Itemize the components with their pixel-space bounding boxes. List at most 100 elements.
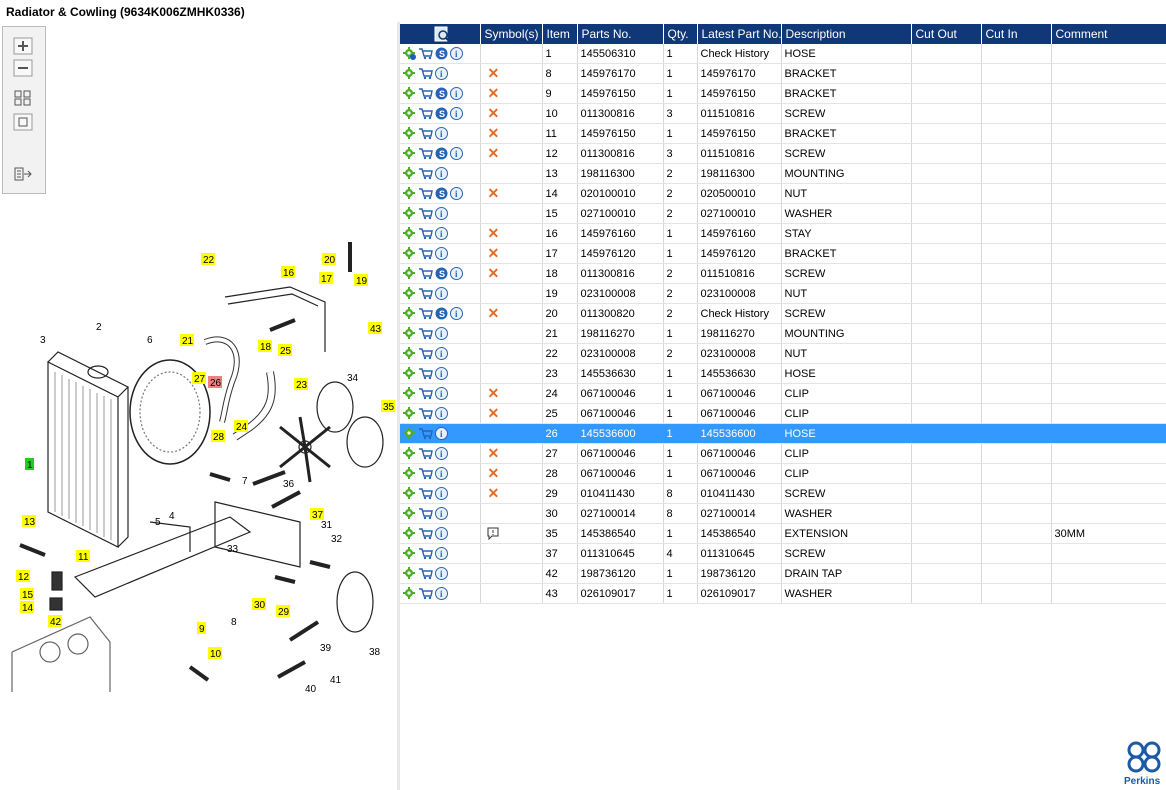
header-qty[interactable]: Qty.: [663, 24, 698, 44]
callout-36[interactable]: 36: [283, 479, 295, 490]
cart-icon[interactable]: [418, 47, 435, 60]
callout-1[interactable]: 1: [25, 458, 34, 471]
row-action-icons[interactable]: i: [400, 283, 481, 304]
cog-icon[interactable]: [403, 287, 418, 299]
cog-icon[interactable]: [403, 107, 418, 119]
supersession-icon[interactable]: S: [435, 47, 450, 60]
cog-icon[interactable]: [403, 167, 418, 179]
info-icon[interactable]: i: [435, 467, 450, 480]
row-action-icons[interactable]: i: [400, 203, 481, 224]
header-cut-out[interactable]: Cut Out: [911, 24, 982, 44]
cog-icon[interactable]: [403, 147, 418, 159]
row-action-icons[interactable]: i: [400, 63, 481, 84]
cart-icon[interactable]: [418, 407, 435, 420]
info-icon[interactable]: i: [435, 207, 450, 220]
callout-8[interactable]: 8: [231, 617, 237, 628]
cart-icon[interactable]: [418, 387, 435, 400]
callout-37[interactable]: 37: [310, 508, 324, 521]
callout-3[interactable]: 3: [40, 335, 46, 346]
row-action-icons[interactable]: i: [400, 443, 481, 464]
actual-size-icon[interactable]: [13, 113, 33, 131]
header-search-icon[interactable]: [400, 24, 481, 44]
info-icon[interactable]: i: [435, 227, 450, 240]
cart-icon[interactable]: [418, 227, 435, 240]
cog-icon[interactable]: [403, 387, 418, 399]
cart-icon[interactable]: [418, 467, 435, 480]
cart-icon[interactable]: [418, 107, 435, 120]
info-icon[interactable]: i: [435, 327, 450, 340]
callout-28[interactable]: 28: [211, 430, 225, 443]
info-icon[interactable]: i: [435, 567, 450, 580]
callout-13[interactable]: 13: [22, 515, 36, 528]
callout-27[interactable]: 27: [192, 372, 206, 385]
info-icon[interactable]: i: [435, 347, 450, 360]
row-action-icons[interactable]: i: [400, 403, 481, 424]
info-icon[interactable]: i: [435, 407, 450, 420]
info-icon[interactable]: i: [435, 587, 450, 600]
cart-icon[interactable]: [418, 287, 435, 300]
cog-icon[interactable]: [403, 227, 418, 239]
info-icon[interactable]: i: [450, 107, 465, 120]
cart-icon[interactable]: [418, 547, 435, 560]
cart-icon[interactable]: [418, 207, 435, 220]
row-action-icons[interactable]: i: [400, 163, 481, 184]
cart-icon[interactable]: [418, 87, 435, 100]
supersession-icon[interactable]: S: [435, 87, 450, 100]
cog-icon[interactable]: [403, 187, 418, 199]
info-icon[interactable]: i: [435, 287, 450, 300]
note-icon[interactable]: [484, 527, 500, 541]
info-icon[interactable]: i: [450, 87, 465, 100]
info-icon[interactable]: i: [435, 527, 450, 540]
info-icon[interactable]: i: [450, 47, 465, 60]
callout-19[interactable]: 19: [354, 274, 368, 287]
cog-icon[interactable]: [403, 487, 418, 499]
cog-icon[interactable]: [403, 587, 418, 599]
callout-16[interactable]: 16: [281, 266, 295, 279]
cart-icon[interactable]: [418, 527, 435, 540]
cart-icon[interactable]: [418, 507, 435, 520]
supersession-icon[interactable]: S: [435, 267, 450, 280]
row-action-icons[interactable]: i: [400, 243, 481, 264]
cog-icon[interactable]: [403, 87, 418, 99]
cog-icon[interactable]: [403, 527, 418, 539]
callout-42[interactable]: 42: [48, 615, 62, 628]
row-action-icons[interactable]: i: [400, 543, 481, 564]
supersession-icon[interactable]: S: [435, 187, 450, 200]
row-action-icons[interactable]: i: [400, 503, 481, 524]
callout-39[interactable]: 39: [320, 643, 332, 654]
export-icon[interactable]: [13, 165, 33, 183]
cog-icon[interactable]: [403, 507, 418, 519]
row-action-icons[interactable]: i: [400, 563, 481, 584]
cart-icon[interactable]: [418, 147, 435, 160]
supersession-icon[interactable]: S: [435, 147, 450, 160]
row-action-icons[interactable]: i: [400, 323, 481, 344]
callout-5[interactable]: 5: [155, 517, 161, 528]
row-action-icons[interactable]: i: [400, 423, 481, 444]
info-icon[interactable]: i: [435, 67, 450, 80]
callout-14[interactable]: 14: [20, 601, 34, 614]
callout-38[interactable]: 38: [369, 647, 381, 658]
info-icon[interactable]: i: [435, 507, 450, 520]
info-icon[interactable]: i: [435, 447, 450, 460]
cart-icon[interactable]: [418, 347, 435, 360]
cart-icon[interactable]: [418, 447, 435, 460]
callout-24[interactable]: 24: [234, 420, 248, 433]
exploded-parts-diagram[interactable]: 22 20 16 17 19 43 18 21 25 27 26 23 35 2…: [0, 222, 397, 692]
cart-icon[interactable]: [418, 267, 435, 280]
